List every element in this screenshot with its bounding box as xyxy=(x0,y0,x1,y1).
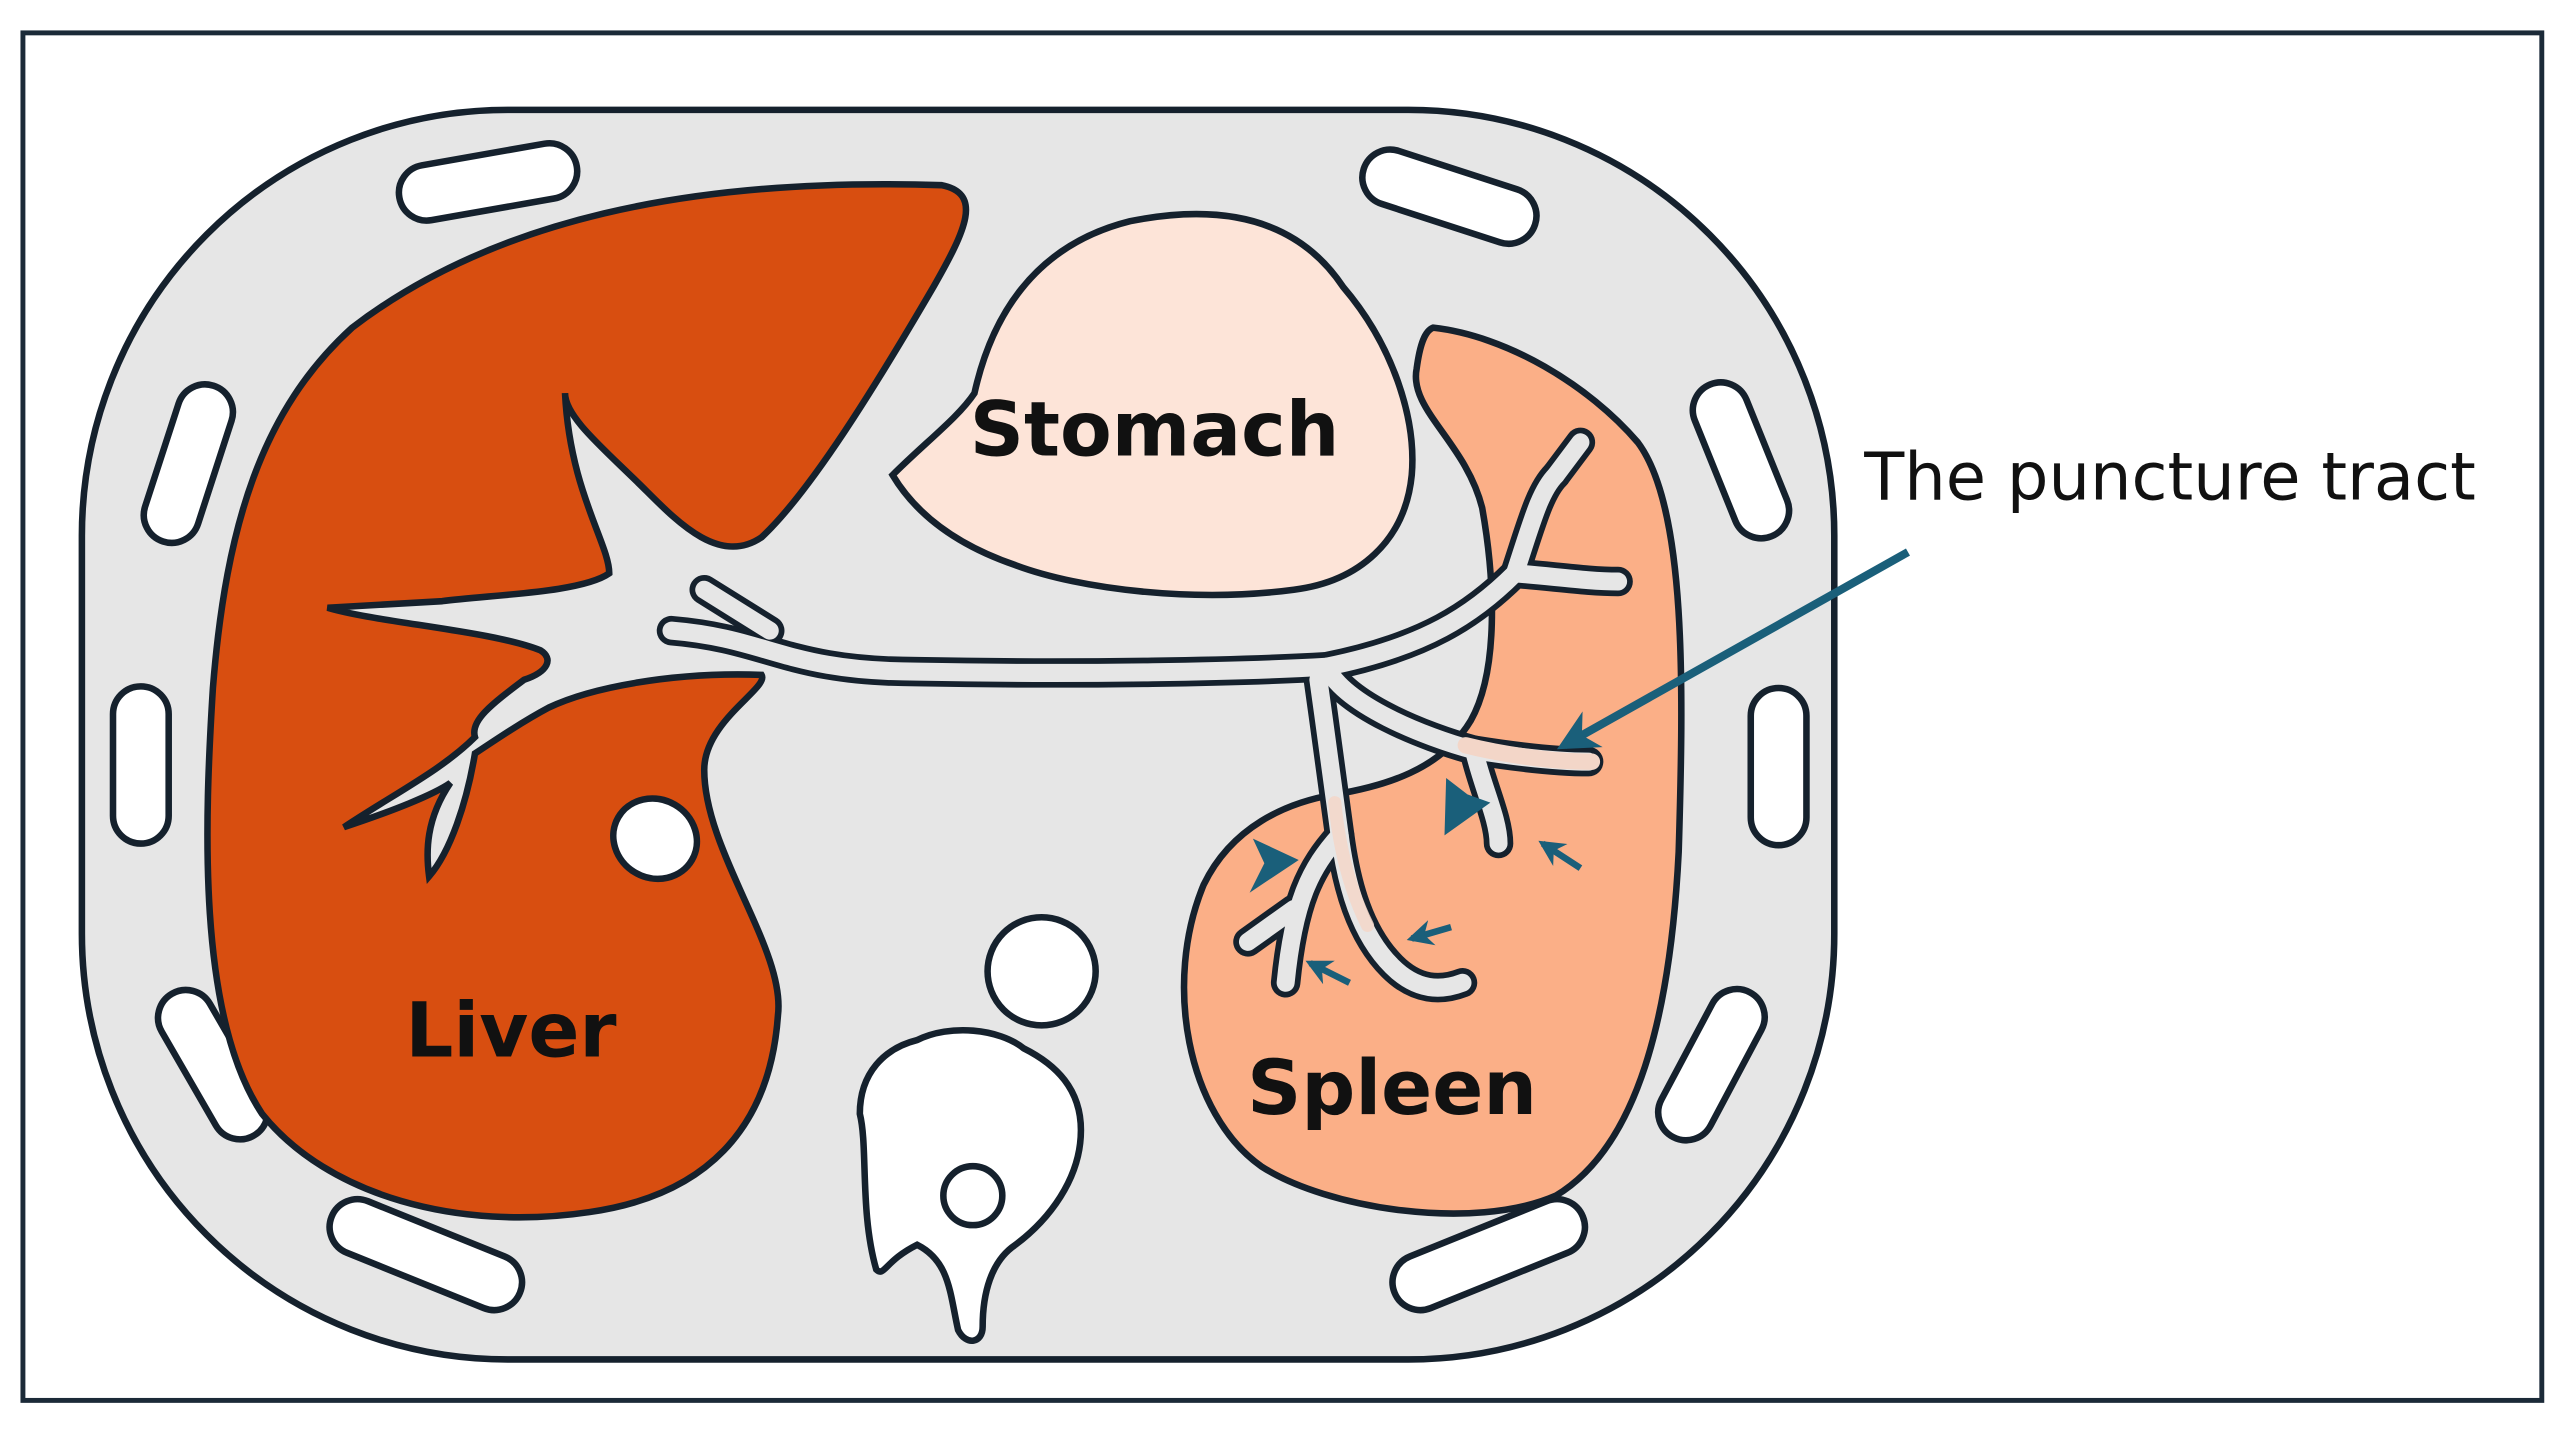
rib xyxy=(1389,1195,1589,1314)
rib xyxy=(326,1195,526,1314)
rib xyxy=(1689,379,1793,542)
small-arrows xyxy=(1305,840,1583,986)
arrowheads xyxy=(1249,778,1491,893)
aorta xyxy=(984,913,1099,1029)
puncture-tract-lower xyxy=(1328,796,1375,933)
rib xyxy=(1747,684,1810,849)
liver-vessel-hole xyxy=(610,795,701,883)
puncture-tract xyxy=(1457,737,1601,770)
small-arrow-icon xyxy=(1406,920,1452,946)
rib xyxy=(395,139,581,224)
liver-label: Liver xyxy=(405,986,616,1074)
arrowhead-icon xyxy=(1444,778,1491,836)
spleen-shape xyxy=(1180,324,1685,1217)
small-arrow-icon xyxy=(1305,960,1351,986)
ribs xyxy=(109,139,1810,1314)
rib xyxy=(1359,146,1540,247)
stomach-label: Stomach xyxy=(970,385,1340,473)
liver-shape xyxy=(204,180,970,1221)
rib xyxy=(140,381,237,547)
rib xyxy=(1654,985,1768,1144)
puncture-tract-label: The puncture tract xyxy=(1863,440,2476,516)
rib xyxy=(109,683,172,847)
small-arrow-icon xyxy=(1538,840,1583,871)
stomach-shape xyxy=(888,210,1416,599)
spinal-canal xyxy=(940,1162,1006,1229)
tract-arrow-icon xyxy=(1556,548,1910,750)
arrowhead-icon xyxy=(1249,838,1299,893)
spleen-label: Spleen xyxy=(1247,1044,1537,1132)
